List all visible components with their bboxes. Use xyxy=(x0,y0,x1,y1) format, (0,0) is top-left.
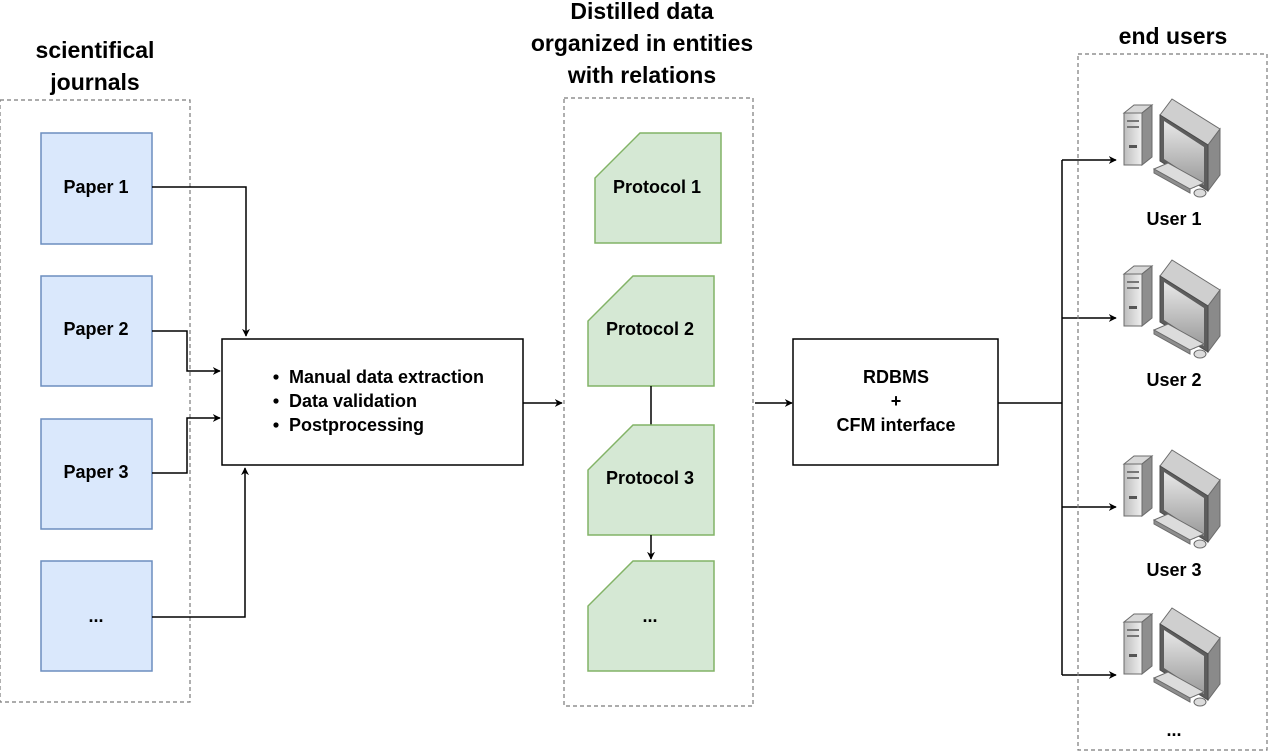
protocol-1: Protocol 1 xyxy=(594,132,722,244)
protocol-2-label: Protocol 2 xyxy=(606,319,694,339)
process-step-2: Data validation xyxy=(289,391,417,411)
process-step-1: Manual data extraction xyxy=(289,367,484,387)
bullet-dot xyxy=(273,398,279,404)
paper-3-label: Paper 3 xyxy=(63,462,128,482)
journals-dashed-frame xyxy=(0,99,191,703)
protocol-3-label: Protocol 3 xyxy=(606,468,694,488)
paper-2-label: Paper 2 xyxy=(63,319,128,339)
process-box: Manual data extraction Data validation P… xyxy=(221,338,524,466)
paper-1-box xyxy=(40,132,153,245)
connector-paper-1 xyxy=(152,186,250,337)
paper-2: Paper 2 xyxy=(40,275,153,387)
protocol-2: Protocol 2 xyxy=(587,275,715,387)
database-line-3: CFM interface xyxy=(836,415,955,435)
connector-paper-more xyxy=(152,467,249,618)
paper-more: ... xyxy=(40,560,153,672)
distilled-dashed-frame xyxy=(563,97,754,707)
database-box-frame xyxy=(792,338,999,466)
paper-3-box xyxy=(40,418,153,530)
protocol-1-card xyxy=(594,132,722,244)
protocol-1-label: Protocol 1 xyxy=(613,177,701,197)
user-3-label: User 3 xyxy=(1146,560,1201,580)
protocol-more-card xyxy=(587,560,715,672)
journals-title-line2: journals xyxy=(49,69,139,95)
paper-2-box xyxy=(40,275,153,387)
database-box: RDBMS + CFM interface xyxy=(792,338,999,466)
user-1-label: User 1 xyxy=(1146,209,1201,229)
users-title: end users xyxy=(1119,23,1228,49)
paper-1-label: Paper 1 xyxy=(63,177,128,197)
journals-title-line1: scientifical xyxy=(36,37,155,63)
user-more: ... xyxy=(1123,607,1221,740)
user-2-label: User 2 xyxy=(1146,370,1201,390)
bullet-dot xyxy=(273,374,279,380)
user-3: User 3 xyxy=(1123,449,1221,580)
paper-more-label: ... xyxy=(88,606,103,626)
paper-1: Paper 1 xyxy=(40,132,153,245)
desktop-computer-icon xyxy=(1123,607,1221,707)
desktop-computer-icon xyxy=(1123,449,1221,549)
desktop-computer-icon xyxy=(1123,259,1221,359)
protocol-more-label: ... xyxy=(642,606,657,626)
users-container: end users xyxy=(1077,23,1268,751)
connector-paper-2 xyxy=(152,330,221,375)
paper-more-box xyxy=(40,560,153,672)
distilled-title-line2: organized in entities xyxy=(531,30,753,56)
user-connectors xyxy=(998,156,1117,679)
connector-paper-3 xyxy=(152,414,221,474)
distilled-title-line3: with relations xyxy=(567,62,716,88)
paper-connectors xyxy=(152,186,250,618)
protocol-more: ... xyxy=(587,560,715,672)
user-more-label: ... xyxy=(1166,720,1181,740)
users-dashed-frame xyxy=(1077,53,1268,751)
protocol-3: Protocol 3 xyxy=(587,424,715,536)
paper-3: Paper 3 xyxy=(40,418,153,530)
database-line-2: + xyxy=(891,391,902,411)
user-2: User 2 xyxy=(1123,259,1221,390)
desktop-computer-icon xyxy=(1123,98,1221,198)
bullet-dot xyxy=(273,422,279,428)
process-box-frame xyxy=(221,338,524,466)
process-step-3: Postprocessing xyxy=(289,415,424,435)
distilled-title-line1: Distilled data xyxy=(570,0,713,24)
journals-container: scientifical journals xyxy=(0,37,191,703)
database-line-1: RDBMS xyxy=(863,367,929,387)
user-1: User 1 xyxy=(1123,98,1221,229)
distilled-container: Distilled data organized in entities wit… xyxy=(531,0,754,707)
